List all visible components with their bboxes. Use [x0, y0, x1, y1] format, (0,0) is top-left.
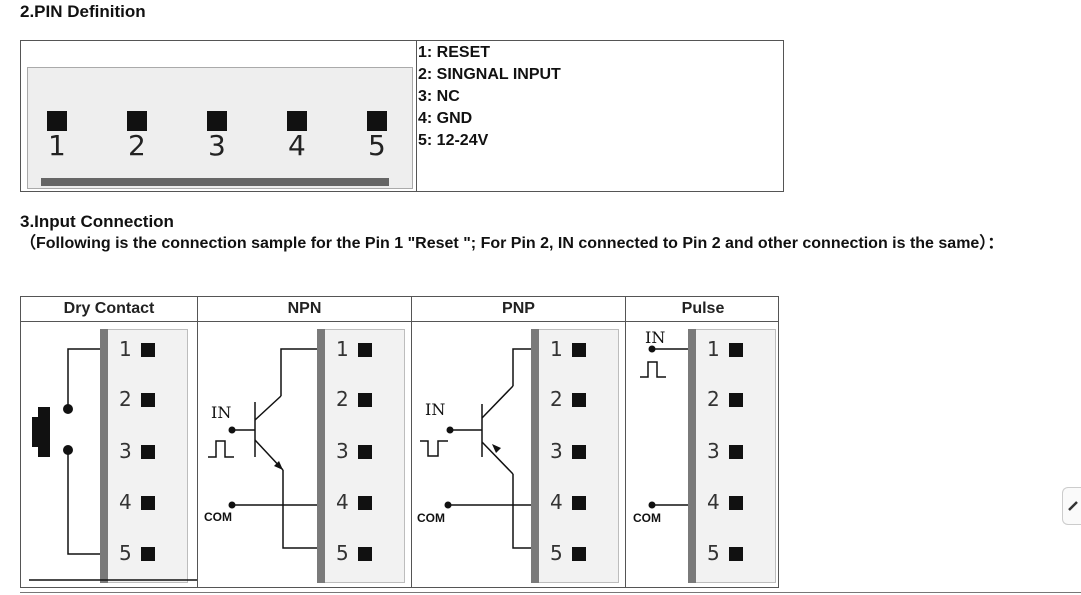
- pin-label: 1: [707, 337, 720, 361]
- pin-label: 5: [119, 541, 132, 565]
- pin-square: [127, 111, 147, 131]
- pin-number: 3: [208, 129, 226, 162]
- push-button-icon: [29, 348, 197, 581]
- pin-label: 4: [336, 490, 349, 514]
- pin-label: 3: [550, 439, 563, 463]
- pin-label: 4: [119, 490, 132, 514]
- pin-label: 2: [550, 387, 563, 411]
- pin-legend-item: 3: NC: [418, 88, 460, 105]
- connector-base-bar: [41, 178, 389, 186]
- pin-legend-item: 2: SINGNAL INPUT: [418, 66, 561, 83]
- pin-legend-item: 1: RESET: [418, 44, 491, 61]
- header-pnp: PNP: [502, 300, 535, 317]
- pin-label: 5: [707, 541, 720, 565]
- pin-square: [729, 445, 743, 459]
- pulse-wave-icon: [640, 345, 688, 509]
- header-divider: [21, 321, 778, 322]
- pin-square: [141, 343, 155, 357]
- column-divider: [625, 297, 626, 587]
- pin-label: 2: [119, 387, 132, 411]
- pin-square: [358, 496, 372, 510]
- in-label: IN: [645, 328, 666, 347]
- connector-cell: 1 2 3 4 5: [21, 41, 417, 191]
- column-divider: [197, 297, 198, 587]
- pin-label: 4: [707, 490, 720, 514]
- pin-label: 2: [336, 387, 349, 411]
- pin-legend-item: 4: GND: [418, 110, 473, 127]
- input-connection-title: 3.Input Connection: [20, 212, 174, 231]
- pin-number: 1: [48, 129, 66, 162]
- pin-label: 1: [119, 337, 132, 361]
- pin-square: [572, 393, 586, 407]
- transistor-icon: [420, 348, 531, 549]
- page-divider: [20, 592, 1081, 593]
- pin-square: [367, 111, 387, 131]
- pin-definition-title: 2.PIN Definition: [20, 2, 146, 21]
- pin-square: [141, 445, 155, 459]
- pin-label: 4: [550, 490, 563, 514]
- pin-square: [358, 343, 372, 357]
- pin-square: [207, 111, 227, 131]
- connector-plug-bar: [688, 329, 696, 583]
- com-label: COM: [633, 511, 661, 525]
- pin-square: [141, 547, 155, 561]
- connector-plug-bar: [100, 329, 108, 583]
- connection-diagrams: Dry Contact NPN PNP Pulse 1 2 3 4 5: [20, 296, 779, 588]
- pin-label: 1: [336, 337, 349, 361]
- pin-square: [358, 547, 372, 561]
- pin-square: [729, 547, 743, 561]
- scroll-to-top-button[interactable]: [1062, 487, 1081, 525]
- transistor-icon: [208, 348, 317, 549]
- pin-square: [47, 111, 67, 131]
- pin-legend-item: 5: 12-24V: [418, 132, 489, 149]
- pin-square: [358, 393, 372, 407]
- header-pulse: Pulse: [681, 300, 725, 317]
- header-dry-contact: Dry Contact: [63, 300, 155, 317]
- scroll-arrow-icon: [1068, 501, 1078, 511]
- pin-square: [572, 496, 586, 510]
- pin-square: [572, 445, 586, 459]
- pin-number: 5: [368, 129, 386, 162]
- pin-label: 2: [707, 387, 720, 411]
- pin-number: 4: [288, 129, 306, 162]
- connector-plug-bar: [317, 329, 325, 583]
- pin-square: [572, 343, 586, 357]
- pin-label: 5: [550, 541, 563, 565]
- in-label: IN: [211, 403, 232, 422]
- pin-square: [729, 496, 743, 510]
- pin-square: [141, 393, 155, 407]
- pin-legend: 1: RESET 2: SINGNAL INPUT 3: NC 4: GND 5…: [418, 42, 561, 152]
- pin-square: [729, 343, 743, 357]
- com-label: COM: [204, 510, 232, 524]
- connector-plug-bar: [531, 329, 539, 583]
- pin-square: [358, 445, 372, 459]
- column-divider: [411, 297, 412, 587]
- pin-label: 5: [336, 541, 349, 565]
- pin-square: [287, 111, 307, 131]
- pin-label: 3: [119, 439, 132, 463]
- pin-label: 3: [336, 439, 349, 463]
- input-connection-description: （Following is the connection sample for …: [20, 235, 1004, 252]
- com-label: COM: [417, 511, 445, 525]
- pin-definition-table: 1 2 3 4 5 1: RESET 2: SINGNAL INPUT 3: N…: [20, 40, 784, 192]
- pin-number: 2: [128, 129, 146, 162]
- pin-label: 1: [550, 337, 563, 361]
- pin-label: 3: [707, 439, 720, 463]
- pin-square: [729, 393, 743, 407]
- pin-square: [141, 496, 155, 510]
- in-label: IN: [425, 400, 446, 419]
- header-npn: NPN: [287, 300, 322, 317]
- pin-square: [572, 547, 586, 561]
